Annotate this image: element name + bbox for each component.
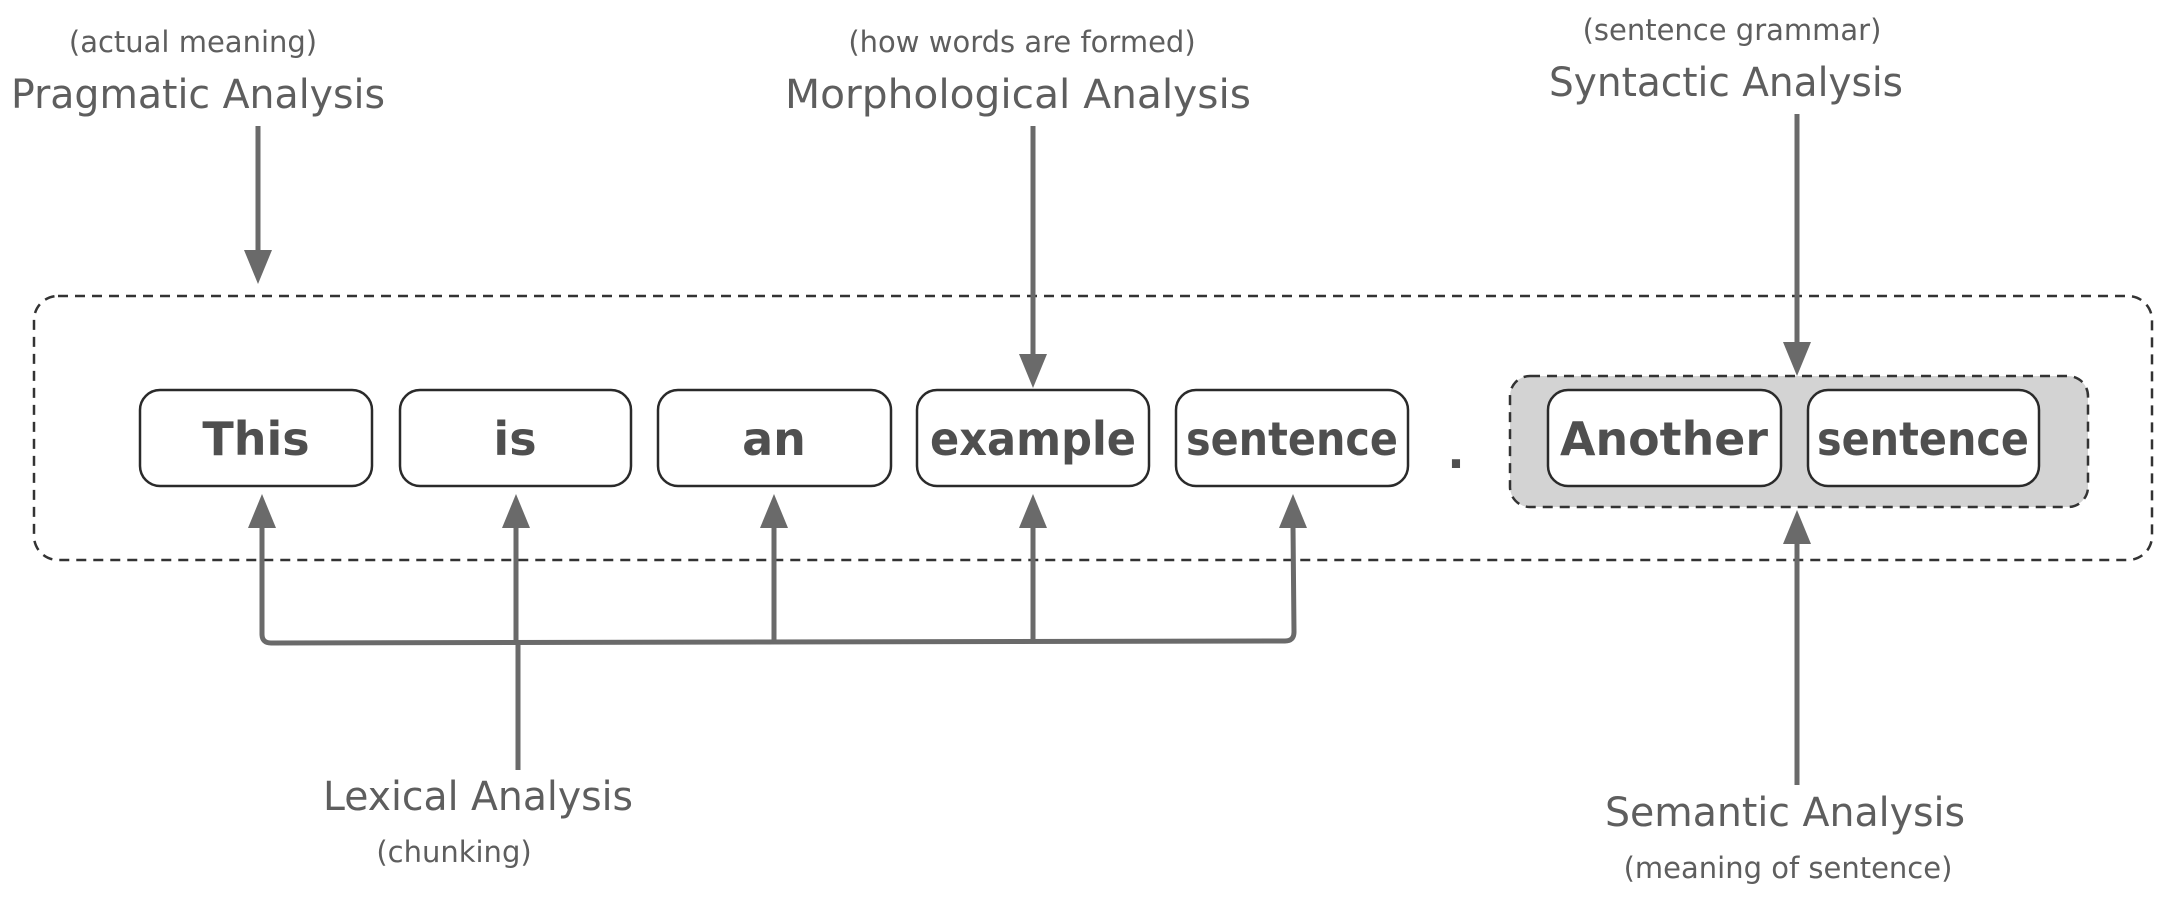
morphological-analysis-subtitle: (how words are formed): [848, 25, 1195, 59]
sentence-terminator: .: [1447, 425, 1464, 479]
word-box-example: example: [915, 388, 1151, 488]
lexical-analysis-title: Lexical Analysis: [323, 774, 633, 820]
word-text-an: an: [742, 412, 806, 466]
word-text-is: is: [493, 412, 536, 466]
pragmatic-arrow: [244, 126, 272, 284]
semantic-analysis-subtitle: (meaning of sentence): [1624, 851, 1953, 885]
syntactic-arrow: [1783, 114, 1811, 376]
word-text-sentence-1: sentence: [1186, 412, 1398, 466]
word-box-sentence-1: sentence: [1174, 388, 1410, 488]
sentence-frame: [32, 294, 2154, 562]
word-text-example: example: [930, 412, 1136, 466]
word-box-is: is: [398, 388, 633, 488]
word-text-sentence-2: sentence: [1817, 412, 2029, 466]
lexical-arrows: [248, 494, 1307, 770]
word-text-another: Another: [1560, 412, 1768, 466]
syntactic-analysis-subtitle: (sentence grammar): [1583, 13, 1882, 47]
word-box-an: an: [656, 388, 893, 488]
semantic-arrow: [1783, 510, 1811, 785]
pragmatic-analysis-title: Pragmatic Analysis: [11, 72, 385, 118]
semantic-analysis-title: Semantic Analysis: [1605, 790, 1965, 836]
word-box-another: Another: [1546, 388, 1783, 488]
morphological-analysis-title: Morphological Analysis: [785, 72, 1251, 118]
word-box-sentence-2: sentence: [1806, 388, 2041, 488]
word-text-this: This: [202, 412, 309, 466]
syntactic-analysis-title: Syntactic Analysis: [1549, 60, 1903, 106]
morphological-arrow: [1019, 126, 1047, 388]
word-box-this: This: [138, 388, 374, 488]
lexical-analysis-subtitle: (chunking): [376, 835, 531, 869]
pragmatic-analysis-subtitle: (actual meaning): [69, 25, 317, 59]
